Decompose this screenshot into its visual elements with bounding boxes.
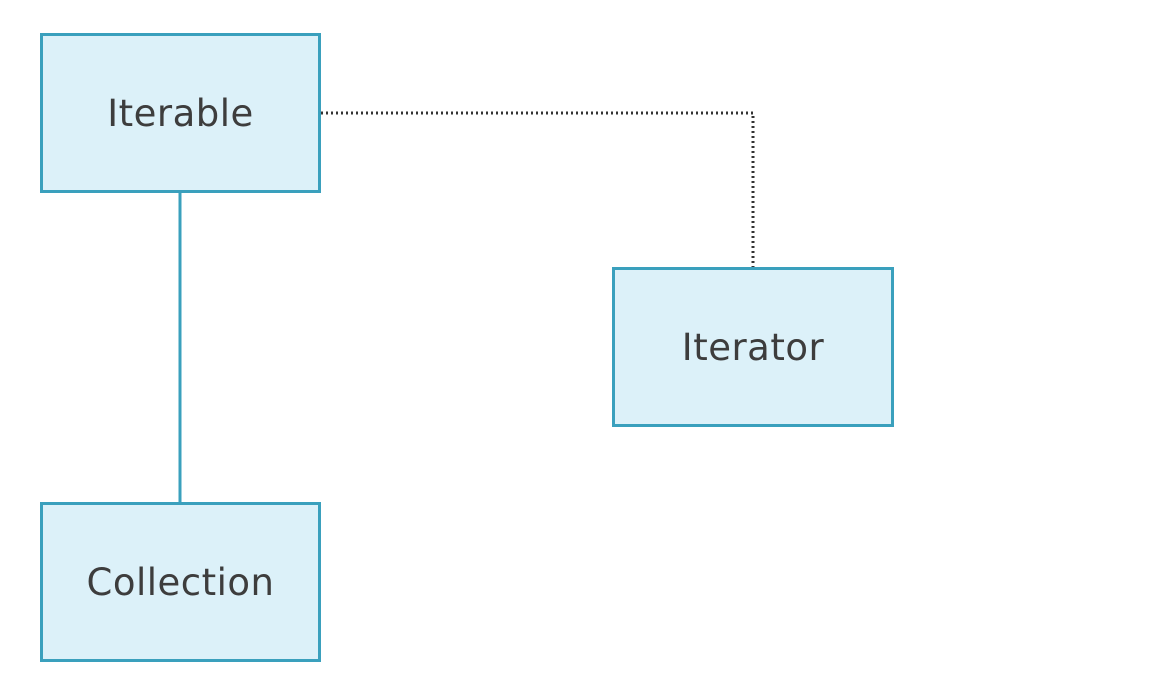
edge-iterable-iterator <box>321 111 755 267</box>
iterator-label: Iterator <box>681 325 825 369</box>
collection-node: Collection <box>40 502 321 662</box>
iterable-label: Iterable <box>107 91 254 135</box>
collection-label: Collection <box>86 560 275 604</box>
iterable-node: Iterable <box>40 33 321 193</box>
iterator-node: Iterator <box>612 267 894 427</box>
